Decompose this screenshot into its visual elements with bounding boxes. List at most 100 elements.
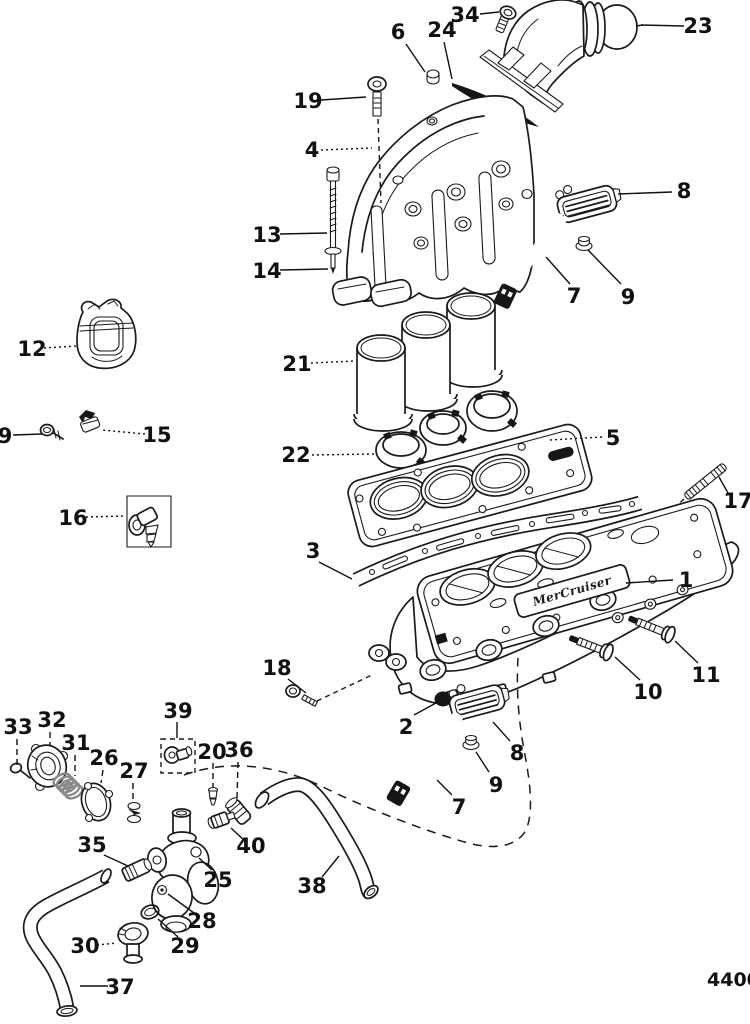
part-gasket-3 — [352, 495, 643, 587]
callout-number-19: 19 — [293, 89, 322, 113]
callout-number-18: 18 — [262, 656, 291, 680]
part-fitting-40 — [207, 811, 236, 829]
callout-number-9: 9 — [621, 285, 636, 309]
part-stud-13-14 — [324, 166, 342, 274]
callout-17: 17 — [718, 476, 750, 513]
part-cylinder-sleeves-21 — [353, 292, 503, 432]
callout-number-13: 13 — [252, 223, 281, 247]
callout-leader-17 — [718, 476, 729, 494]
callout-24: 24 — [427, 18, 457, 80]
callout-leader-7 — [436, 779, 453, 796]
callout-number-30: 30 — [70, 934, 99, 958]
callout-leader-29 — [157, 918, 179, 938]
callout-number-35: 35 — [77, 833, 106, 857]
callout-leader-8 — [492, 721, 511, 742]
callout-number-5: 5 — [606, 426, 621, 450]
callout-number-24: 24 — [427, 18, 456, 42]
callout-number-37: 37 — [105, 975, 134, 999]
callout-number-17: 17 — [723, 489, 750, 513]
callout-number-32: 32 — [37, 708, 66, 732]
callout-6: 6 — [391, 20, 426, 73]
part-screw-18 — [285, 673, 375, 707]
callout-26: 26 — [89, 746, 119, 784]
part-housing-32 — [26, 743, 69, 792]
callout-9: 9 — [0, 424, 43, 448]
callout-number-12: 12 — [17, 337, 46, 361]
part-fitting-35 — [121, 858, 153, 882]
callout-25: 25 — [198, 857, 233, 892]
callout-23: 23 — [640, 14, 713, 38]
part-bolt-34 — [495, 5, 517, 34]
callout-35: 35 — [77, 833, 129, 867]
callout-36: 36 — [224, 738, 254, 800]
callout-2: 2 — [399, 702, 437, 739]
callout-37: 37 — [80, 975, 135, 999]
callout-leader-3 — [318, 561, 353, 580]
part-anode-plate-upper — [555, 184, 622, 224]
callout-number-40: 40 — [236, 834, 265, 858]
callout-19: 19 — [293, 89, 367, 113]
callout-number-22: 22 — [281, 443, 310, 467]
callout-11: 11 — [674, 640, 721, 687]
callout-number-29: 29 — [170, 934, 199, 958]
callout-7: 7 — [545, 256, 582, 308]
callout-number-33: 33 — [3, 715, 32, 739]
part-bolt-11 — [628, 615, 676, 644]
part-oring-29 — [140, 904, 160, 920]
callout-leader-10 — [614, 656, 641, 681]
callout-leader-24 — [443, 41, 453, 80]
part-gasket-26 — [80, 781, 114, 823]
callout-leader-16 — [85, 515, 127, 518]
callout-leader-19 — [320, 96, 367, 101]
callout-leader-34 — [479, 11, 500, 15]
callout-29: 29 — [157, 918, 200, 958]
callout-number-7: 7 — [452, 795, 467, 819]
callout-number-23: 23 — [683, 14, 712, 38]
callout-34: 34 — [450, 3, 500, 27]
part-anode-cable-lower — [386, 710, 464, 806]
callout-39: 39 — [163, 699, 193, 738]
callout-number-28: 28 — [187, 909, 216, 933]
callout-leader-1 — [625, 579, 674, 584]
callout-30: 30 — [70, 934, 118, 958]
callout-leader-11 — [674, 640, 699, 664]
callout-21: 21 — [282, 352, 356, 376]
callout-leader-6 — [405, 43, 426, 73]
part-screw-28 — [156, 884, 168, 896]
part-nut-9-lower — [462, 734, 480, 751]
callout-1: 1 — [625, 568, 693, 592]
callout-leader-30 — [96, 942, 118, 946]
callout-33: 33 — [3, 715, 33, 765]
callout-number-4: 4 — [305, 138, 320, 162]
callout-leader-26 — [100, 769, 104, 784]
callout-20: 20 — [197, 740, 227, 788]
callout-leader-14 — [279, 268, 329, 271]
callout-18: 18 — [262, 656, 307, 694]
part-stud-17 — [645, 463, 727, 535]
callout-number-7: 7 — [567, 284, 582, 308]
callout-4: 4 — [305, 138, 373, 162]
callout-number-6: 6 — [391, 20, 406, 44]
callout-32: 32 — [37, 708, 67, 746]
part-bolt-10 — [568, 635, 614, 662]
callout-number-38: 38 — [297, 874, 326, 898]
callout-number-25: 25 — [203, 868, 232, 892]
callout-10: 10 — [614, 656, 663, 704]
part-fitting-39-boxed — [160, 738, 196, 774]
part-seal-rings-22 — [375, 390, 518, 469]
part-exhaust-manifold-1: MerCruiser — [368, 497, 740, 705]
part-screw-9-left — [39, 423, 64, 441]
callout-leader-8 — [617, 191, 673, 195]
part-spring-31 — [52, 772, 84, 800]
part-manifold-housing-4 — [331, 95, 535, 308]
callout-leader-38 — [321, 855, 340, 878]
callout-leader-25 — [198, 857, 213, 871]
part-clip-27 — [126, 801, 142, 824]
callout-leader-15 — [101, 429, 146, 435]
callout-number-21: 21 — [282, 352, 311, 376]
callout-leader-28 — [167, 893, 195, 914]
part-hose-38 — [254, 777, 379, 900]
callout-leader-40 — [230, 827, 247, 843]
